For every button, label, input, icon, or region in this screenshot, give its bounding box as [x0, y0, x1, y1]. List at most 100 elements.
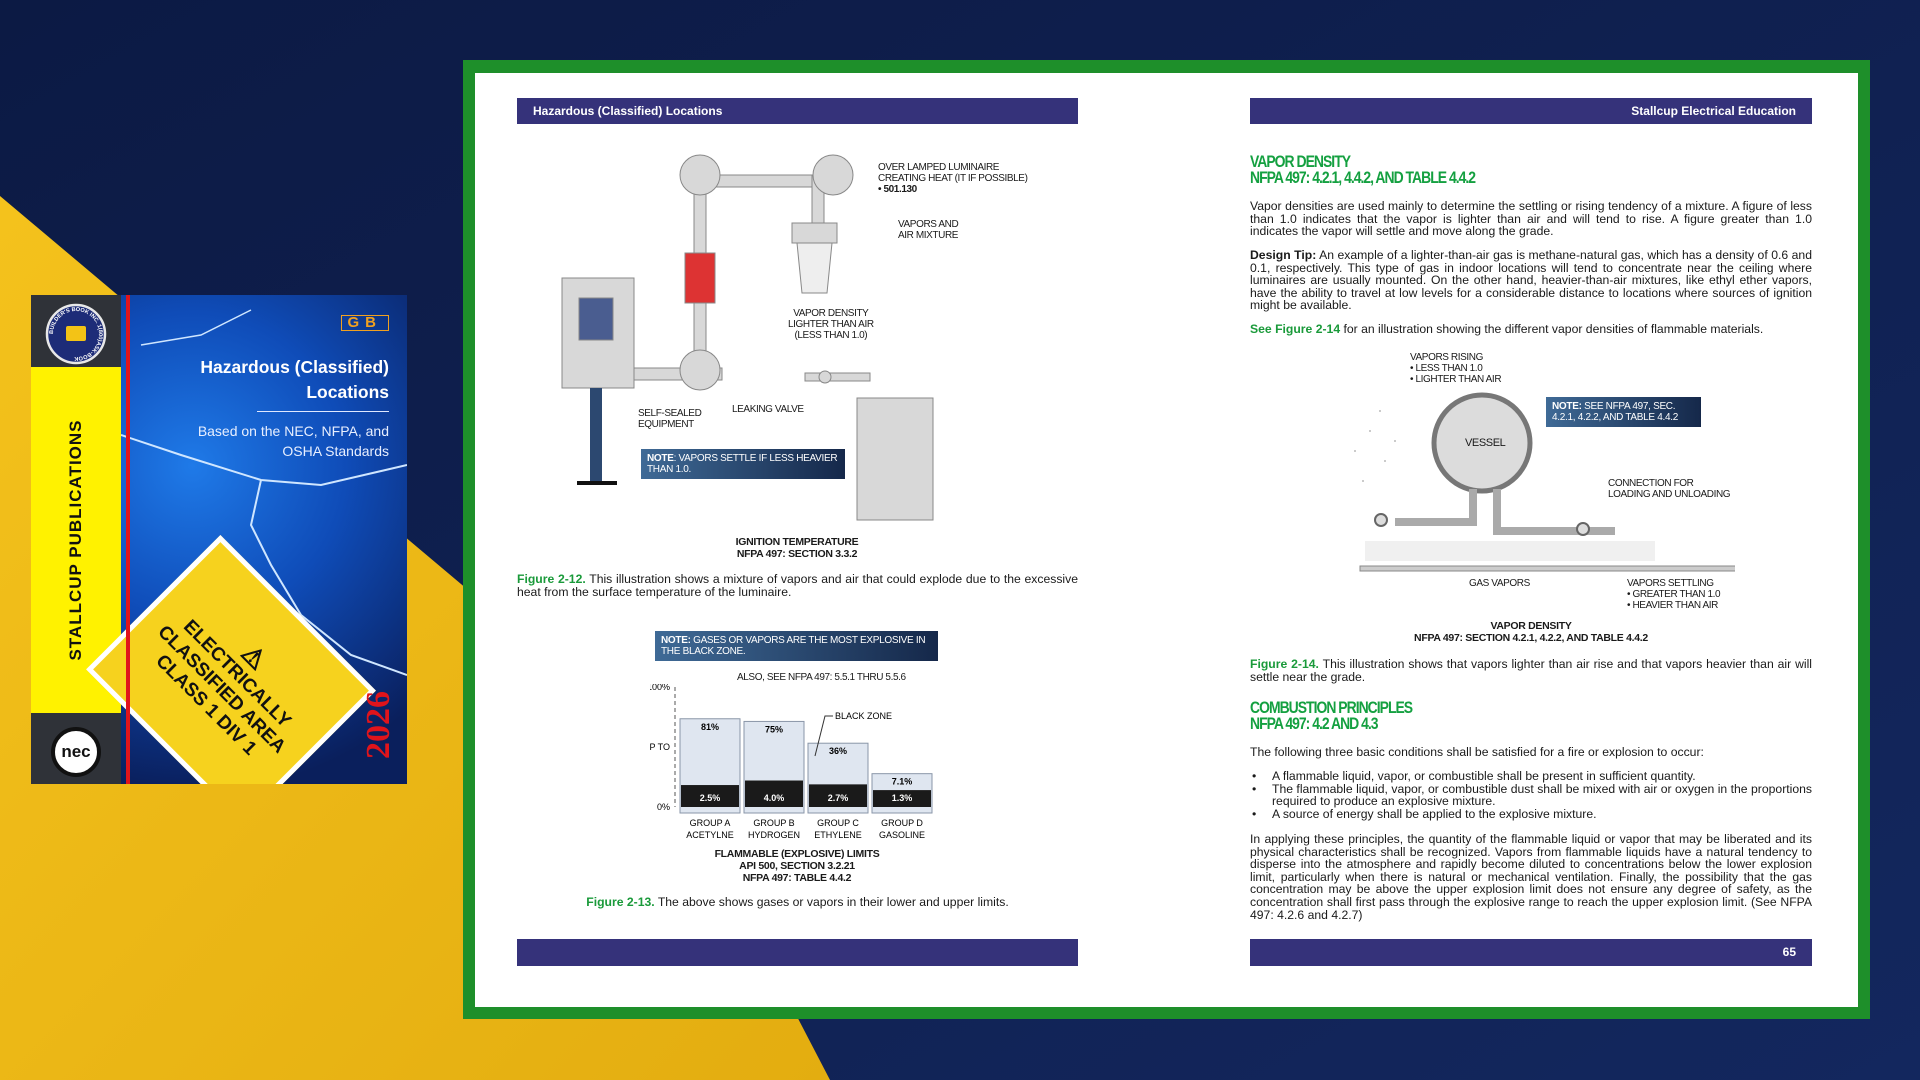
label-line: • LESS THAN 1.0: [1410, 363, 1483, 374]
chart-also-note: ALSO, SEE NFPA 497: 5.5.1 THRU 5.5.6: [737, 672, 906, 683]
figure-text: This illustration shows that vapors ligh…: [1250, 657, 1813, 684]
heading-line: NFPA 497: 4.2.1, 4.4.2, AND TABLE 4.4.2: [1250, 168, 1476, 187]
lower-limit-label: 1.3%: [892, 793, 913, 803]
figure-2-13-caption: Figure 2-13. The above shows gases or va…: [517, 896, 1078, 909]
lightning-graphic: [121, 309, 407, 676]
note-text: GASES OR VAPORS ARE THE MOST EXPLOSIVE I…: [661, 635, 926, 657]
figure-label: Figure 2-12.: [517, 572, 586, 586]
cover-rule: [257, 411, 389, 412]
caption-line: IGNITION TEMPERATURE: [735, 536, 859, 548]
category-sublabel: GASOLINE: [879, 830, 925, 840]
right-page-header: Stallcup Electrical Education: [1250, 98, 1812, 124]
label-line: VAPORS AND: [898, 219, 959, 230]
y-tick-label: UP TO: [650, 742, 670, 752]
label-gas-vapors: GAS VAPORS: [1469, 578, 1530, 589]
nec-logo: nec: [51, 727, 101, 777]
category-sublabel: ACETYLNE: [686, 830, 734, 840]
gb-logo: GB: [340, 315, 389, 331]
list-item: A flammable liquid, vapor, or combustibl…: [1250, 770, 1812, 783]
caption-line: NFPA 497: SECTION 3.3.2: [736, 548, 858, 560]
label-line: • 501.130: [878, 184, 917, 195]
note-label: NOTE:: [1552, 401, 1582, 412]
figure-2-12-caption: Figure 2-12. This illustration shows a m…: [517, 573, 1078, 598]
design-tip-text: An example of a lighter-than-air gas is …: [1250, 248, 1812, 313]
y-tick-label: 0%: [657, 802, 670, 812]
see-figure-paragraph: See Figure 2-14 for an illustration show…: [1250, 323, 1812, 336]
caption-line: NFPA 497: TABLE 4.4.2: [742, 872, 852, 884]
left-page-footer: [517, 939, 1078, 966]
y-tick-label: 100%: [650, 684, 670, 692]
label-line: OVER LAMPED LUMINAIRE: [878, 162, 1000, 173]
book-cover: BUILDER'S BOOK INC. 1(800)ASK-BOOK STALL…: [31, 295, 407, 784]
category-sublabel: ETHYLENE: [814, 830, 862, 840]
combustion-conditions-list: A flammable liquid, vapor, or combustibl…: [1250, 770, 1812, 820]
page-number: 65: [1782, 945, 1796, 959]
lower-limit-label: 2.5%: [700, 793, 721, 803]
list-item: A source of energy shall be applied to t…: [1250, 808, 1812, 821]
label-line: VAPORS RISING: [1410, 352, 1483, 363]
note-label: NOTE:: [661, 635, 691, 646]
caption-line: NFPA 497: SECTION 4.2.1, 4.2.2, AND TABL…: [1414, 632, 1648, 644]
label-luminaire: OVER LAMPED LUMINAIRE CREATING HEAT (IT …: [878, 162, 1028, 195]
figure-text: The above shows gases or vapors in their…: [654, 895, 1009, 909]
label-vessel: VESSEL: [1465, 437, 1506, 449]
heading-line: NFPA 497: 4.2 AND 4.3: [1250, 714, 1379, 733]
bar-lower-limit: [745, 780, 803, 807]
label-vapor-density: VAPOR DENSITY LIGHTER THAN AIR (LESS THA…: [788, 308, 874, 341]
lower-limit-label: 4.0%: [764, 793, 785, 803]
figure-2-13-title: FLAMMABLE (EXPLOSIVE) LIMITS API 500, SE…: [697, 848, 897, 884]
flammable-limits-chart: 100%UP TO0%81%2.5%GROUP AACETYLNE75%4.0%…: [650, 684, 933, 840]
label-line: VAPORS SETTLING: [1627, 578, 1714, 589]
figure-2-14-caption: Figure 2-14. This illustration shows tha…: [1250, 658, 1812, 683]
figure-2-12-note: NOTE: VAPORS SETTLE IF LESS HEAVIER THAN…: [641, 449, 845, 479]
figure-label: Figure 2-14.: [1250, 657, 1319, 671]
label-line: LOADING AND UNLOADING: [1608, 489, 1731, 500]
label-line: • HEAVIER THAN AIR: [1627, 600, 1718, 611]
sign-line: CLASSIFIED AREA: [153, 621, 290, 758]
bar-lower-limit: [809, 784, 867, 807]
figure-2-14-illustration: [1354, 392, 1735, 572]
label-vapors-air: VAPORS AND AIR MIXTURE: [898, 219, 959, 241]
label-line: • LIGHTER THAN AIR: [1410, 374, 1502, 385]
label-line: VAPOR DENSITY: [793, 308, 869, 319]
figure-text: This illustration shows a mixture of vap…: [517, 572, 1079, 599]
cover-title-line: Locations: [306, 382, 389, 402]
category-label: GROUP C: [817, 818, 859, 828]
label-line: (LESS THAN 1.0): [794, 330, 868, 341]
label-leaking-valve: LEAKING VALVE: [732, 404, 804, 415]
category-label: GROUP A: [690, 818, 731, 828]
figure-2-14-note: NOTE: SEE NFPA 497, SEC. 4.2.1, 4.2.2, A…: [1546, 397, 1701, 427]
label-line: • GREATER THAN 1.0: [1627, 589, 1721, 600]
category-label: GROUP B: [753, 818, 794, 828]
category-sublabel: HYDROGEN: [748, 830, 800, 840]
cover-year: 2026: [360, 691, 397, 759]
caption-line: FLAMMABLE (EXPLOSIVE) LIMITS: [714, 848, 880, 860]
note-text: : VAPORS SETTLE IF LESS HEAVIER THAN 1.0…: [647, 453, 838, 475]
cover-spine: BUILDER'S BOOK INC. 1(800)ASK-BOOK STALL…: [31, 295, 121, 784]
label-connection: CONNECTION FOR LOADING AND UNLOADING: [1608, 478, 1731, 500]
upper-limit-label: 7.1%: [892, 777, 913, 787]
category-label: GROUP D: [881, 818, 923, 828]
design-tip-paragraph: Design Tip: An example of a lighter-than…: [1250, 249, 1812, 312]
label-self-sealed: SELF-SEALED EQUIPMENT: [638, 408, 702, 430]
right-page-footer: 65: [1250, 939, 1812, 966]
design-tip-label: Design Tip:: [1250, 248, 1317, 262]
label-vapors-settling: VAPORS SETTLING • GREATER THAN 1.0 • HEA…: [1627, 578, 1721, 611]
bar-lower-limit: [873, 790, 931, 807]
caption-line: API 500, SECTION 3.2.21: [739, 860, 855, 872]
vapor-density-paragraph: Vapor densities are used mainly to deter…: [1250, 199, 1812, 239]
label-line: AIR MIXTURE: [898, 230, 959, 241]
note-label: NOTE: [647, 453, 674, 464]
label-vapors-rising: VAPORS RISING • LESS THAN 1.0 • LIGHTER …: [1410, 352, 1502, 385]
figure-link[interactable]: See Figure 2-14: [1250, 322, 1341, 336]
caption-line: VAPOR DENSITY: [1490, 620, 1572, 632]
figure-label: Figure 2-13.: [586, 895, 655, 909]
label-line: CREATING HEAT (IT IF POSSIBLE): [878, 173, 1028, 184]
cover-title: Hazardous (Classified) Locations: [200, 355, 389, 405]
heading-line: VAPOR DENSITY: [1250, 152, 1351, 171]
figure-2-12-title: IGNITION TEMPERATURE NFPA 497: SECTION 3…: [697, 536, 897, 560]
cover-subtitle-line: OSHA Standards: [282, 443, 389, 459]
lower-limit-label: 2.7%: [828, 793, 849, 803]
black-zone-annotation: BLACK ZONE: [835, 711, 892, 721]
combustion-heading: COMBUSTION PRINCIPLES NFPA 497: 4.2 AND …: [1250, 699, 1413, 733]
